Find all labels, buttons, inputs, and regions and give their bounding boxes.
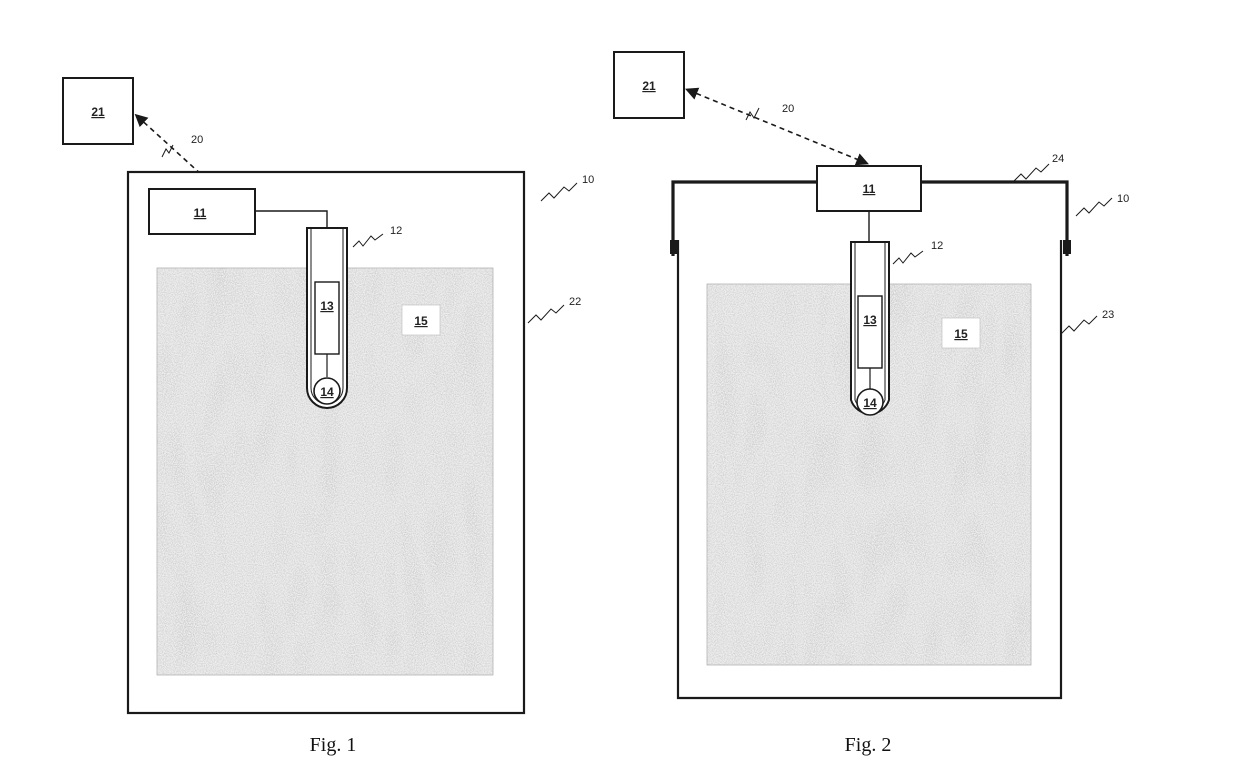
wireless-link-arrow <box>685 87 869 166</box>
material-label-box <box>401 304 441 336</box>
figure-2-caption: Fig. 2 <box>845 734 892 756</box>
probe-ref-squiggle <box>892 250 924 265</box>
sensor-bulb-label: 14 <box>320 385 334 399</box>
bucket-ref-squiggle <box>1060 315 1098 335</box>
probe-ref: 12 <box>931 240 943 252</box>
figure-2: 21 20 15 11 13 14 12 24 10 <box>613 51 1129 756</box>
material-label: 15 <box>954 327 968 341</box>
lid-clip-left <box>670 240 678 254</box>
figure-1: 21 20 15 11 13 14 12 10 22 Fig. 1 <box>62 77 594 756</box>
material-label: 15 <box>414 314 428 328</box>
remote-device-label: 21 <box>91 105 105 119</box>
sensor-bulb <box>856 388 884 416</box>
lid-ref-squiggle <box>1012 163 1050 183</box>
wireless-link-squiggle <box>161 144 174 158</box>
wireless-link-squiggle <box>745 107 760 121</box>
container-ref: 10 <box>1117 193 1129 205</box>
container-ref-squiggle <box>540 182 578 202</box>
container-ref: 10 <box>582 174 594 186</box>
bucket-ref: 23 <box>1102 309 1114 321</box>
wireless-link-ref: 20 <box>782 103 794 115</box>
lid-ref: 24 <box>1052 153 1064 165</box>
remote-device-label: 21 <box>642 79 656 93</box>
figure-1-caption: Fig. 1 <box>310 734 357 756</box>
sensor-element-box <box>857 295 883 369</box>
remote-device-box <box>613 51 685 119</box>
control-unit-box <box>816 165 922 212</box>
sensor-element-label: 13 <box>320 299 334 313</box>
remote-device-box <box>62 77 134 145</box>
control-unit-label: 11 <box>863 182 876 196</box>
container-ref-squiggle <box>1075 197 1113 217</box>
wall-ref-squiggle <box>527 304 565 324</box>
lid-clip-right <box>1063 240 1071 254</box>
sensor-element-box <box>314 281 340 355</box>
probe-ref-squiggle <box>352 233 384 248</box>
sensor-bulb <box>313 377 341 405</box>
probe-ref: 12 <box>390 225 402 237</box>
wireless-link-ref: 20 <box>191 134 203 146</box>
wall-ref: 22 <box>569 296 581 308</box>
material-label-box <box>941 317 981 349</box>
sensor-bulb-label: 14 <box>863 396 877 410</box>
sensor-element-label: 13 <box>863 313 877 327</box>
control-unit-label: 11 <box>194 206 207 220</box>
bucket-body <box>676 240 1063 700</box>
